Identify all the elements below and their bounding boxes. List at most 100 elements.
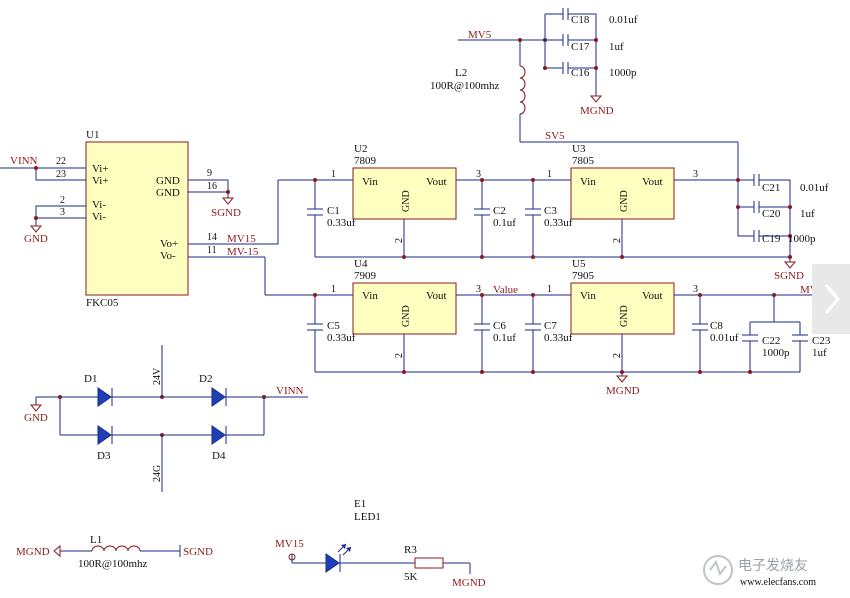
net-label-gnd-bridge: GND — [24, 412, 48, 424]
u1-pinnum-22: 22 — [56, 156, 66, 167]
r3-value: 5K — [404, 571, 418, 583]
u1-pin-vip2: Vi+ — [92, 175, 109, 187]
l2-value: 100R@100mhz — [430, 80, 500, 92]
c8-value: 0.01uf — [710, 332, 739, 344]
u3-pin3: 3 — [693, 169, 698, 180]
c22-ref: C22 — [762, 335, 780, 347]
u4-vin: Vin — [362, 290, 378, 302]
led-diode-icon — [325, 553, 340, 573]
u5-pin1: 1 — [547, 284, 552, 295]
c3-value: 0.33uf — [544, 217, 573, 229]
next-page-tab[interactable] — [812, 264, 850, 334]
u1-pin-vim1: Vi- — [92, 199, 106, 211]
u2-vout: Vout — [426, 176, 447, 188]
u5-part: 7905 — [572, 270, 595, 282]
net-label-mgnd-mid: MGND — [606, 385, 640, 397]
net-label-sgnd-l1: SGND — [183, 546, 213, 558]
u2-pin2: 2 — [394, 238, 405, 243]
net-label-mgnd-top: MGND — [580, 105, 614, 117]
u1-pin-gnd1: GND — [156, 175, 180, 187]
u2-part: 7809 — [354, 155, 377, 167]
u5-vin: Vin — [580, 290, 596, 302]
u4-pin1: 1 — [331, 284, 336, 295]
net-label-mv15: MV15 — [227, 233, 256, 245]
c6-value: 0.1uf — [493, 332, 516, 344]
watermark-logo-icon — [703, 555, 733, 585]
mgnd-port-icon — [53, 544, 61, 558]
u5-ref: U5 — [572, 258, 586, 270]
u5-gnd: GND — [619, 305, 630, 327]
c2-value: 0.1uf — [493, 217, 516, 229]
c19-value: 1000p — [788, 233, 816, 245]
c21-ref: C21 — [762, 182, 780, 194]
u4-body — [352, 282, 457, 335]
u2-pin3: 3 — [476, 169, 481, 180]
watermark-text: 电子发烧友 — [738, 558, 808, 574]
u3-gnd: GND — [619, 190, 630, 212]
output-cap-bank: C21 C20 C19 0.01uf 1uf 1000p SGND — [736, 174, 829, 282]
next-page-button[interactable] — [812, 264, 850, 334]
net-label-24g: 24G — [152, 465, 163, 482]
c22-value: 1000p — [762, 347, 790, 359]
c7-ref: C7 — [544, 320, 557, 332]
u1-pinnum-11: 11 — [207, 245, 217, 256]
u1-pin-vom: Vo- — [160, 250, 176, 262]
d1-ref: D1 — [84, 373, 97, 385]
d2-diode-icon — [211, 387, 226, 407]
u1-module: U1 FKC05 Vi+ Vi+ Vi- Vi- GND GND Vo+ Vo-… — [56, 129, 217, 309]
u5-pin3: 3 — [693, 284, 698, 295]
c5-ref: C5 — [327, 320, 340, 332]
mgnd-symbol-icon — [615, 375, 629, 383]
led-indicator: E1 LED1 MV15 R3 5K MGND — [275, 498, 486, 589]
u1-pinnum-23: 23 — [56, 169, 66, 180]
c3-ref: C3 — [544, 205, 557, 217]
u4-part: 7909 — [354, 270, 377, 282]
u5-pin2: 2 — [612, 353, 623, 358]
gnd-symbol-icon — [29, 225, 43, 233]
u1-part: FKC05 — [86, 297, 119, 309]
u2-ref: U2 — [354, 143, 367, 155]
c7-value: 0.33uf — [544, 332, 573, 344]
u1-pin-vip1: Vi+ — [92, 163, 109, 175]
c8-ref: C8 — [710, 320, 723, 332]
l2-ref: L2 — [455, 67, 467, 79]
c2-ref: C2 — [493, 205, 506, 217]
light-ray-icon — [346, 547, 351, 552]
c1-ref: C1 — [327, 205, 340, 217]
net-label-mv5: MV5 — [468, 29, 492, 41]
r3-ref: R3 — [404, 544, 417, 556]
u4-pin2: 2 — [394, 353, 405, 358]
u2-pin1: 1 — [331, 169, 336, 180]
c17-value: 1uf — [609, 41, 624, 53]
c17-ref: C17 — [571, 41, 590, 53]
d3-ref: D3 — [97, 450, 111, 462]
u1-gnd-wiring: SGND — [188, 179, 241, 219]
u1-pinnum-3: 3 — [60, 207, 65, 218]
u1-pinnum-2: 2 — [60, 195, 65, 206]
l1-ref: L1 — [90, 534, 102, 546]
watermark: 电子发烧友 www.elecfans.com — [703, 555, 816, 588]
net-label-vinn-left: VINN — [10, 155, 38, 167]
watermark-wave-icon — [709, 559, 727, 577]
u3-ref: U3 — [572, 143, 586, 155]
u1-pin-vim2: Vi- — [92, 211, 106, 223]
diode-bridge: GND D1 24V D2 VINN D3 24G D4 — [24, 345, 308, 492]
c20-value: 1uf — [800, 208, 815, 220]
mv5-filter: MV5 L2 100R@100mhz SV5 C18 C17 C16 0 — [430, 8, 739, 180]
u1-pin-gnd2: GND — [156, 187, 180, 199]
chevron-right-icon[interactable] — [824, 284, 840, 314]
watermark-url: www.elecfans.com — [740, 577, 816, 588]
mgnd-symbol-icon — [589, 95, 603, 103]
d4-ref: D4 — [212, 450, 226, 462]
u3-vout: Vout — [642, 176, 663, 188]
net-label-sgnd-right: SGND — [774, 270, 804, 282]
positive-rail: U2 7809 Vin Vout GND 1 3 2 U3 7805 Vin V… — [307, 143, 790, 259]
c23-value: 1uf — [812, 347, 827, 359]
c18-ref: C18 — [571, 14, 590, 26]
l1-coil-icon — [91, 545, 141, 552]
u1-input-wiring: VINN GND — [0, 155, 86, 245]
d1-diode-icon — [97, 387, 112, 407]
net-label-value: Value — [493, 284, 518, 296]
u4-gnd: GND — [401, 305, 412, 327]
d2-ref: D2 — [199, 373, 212, 385]
